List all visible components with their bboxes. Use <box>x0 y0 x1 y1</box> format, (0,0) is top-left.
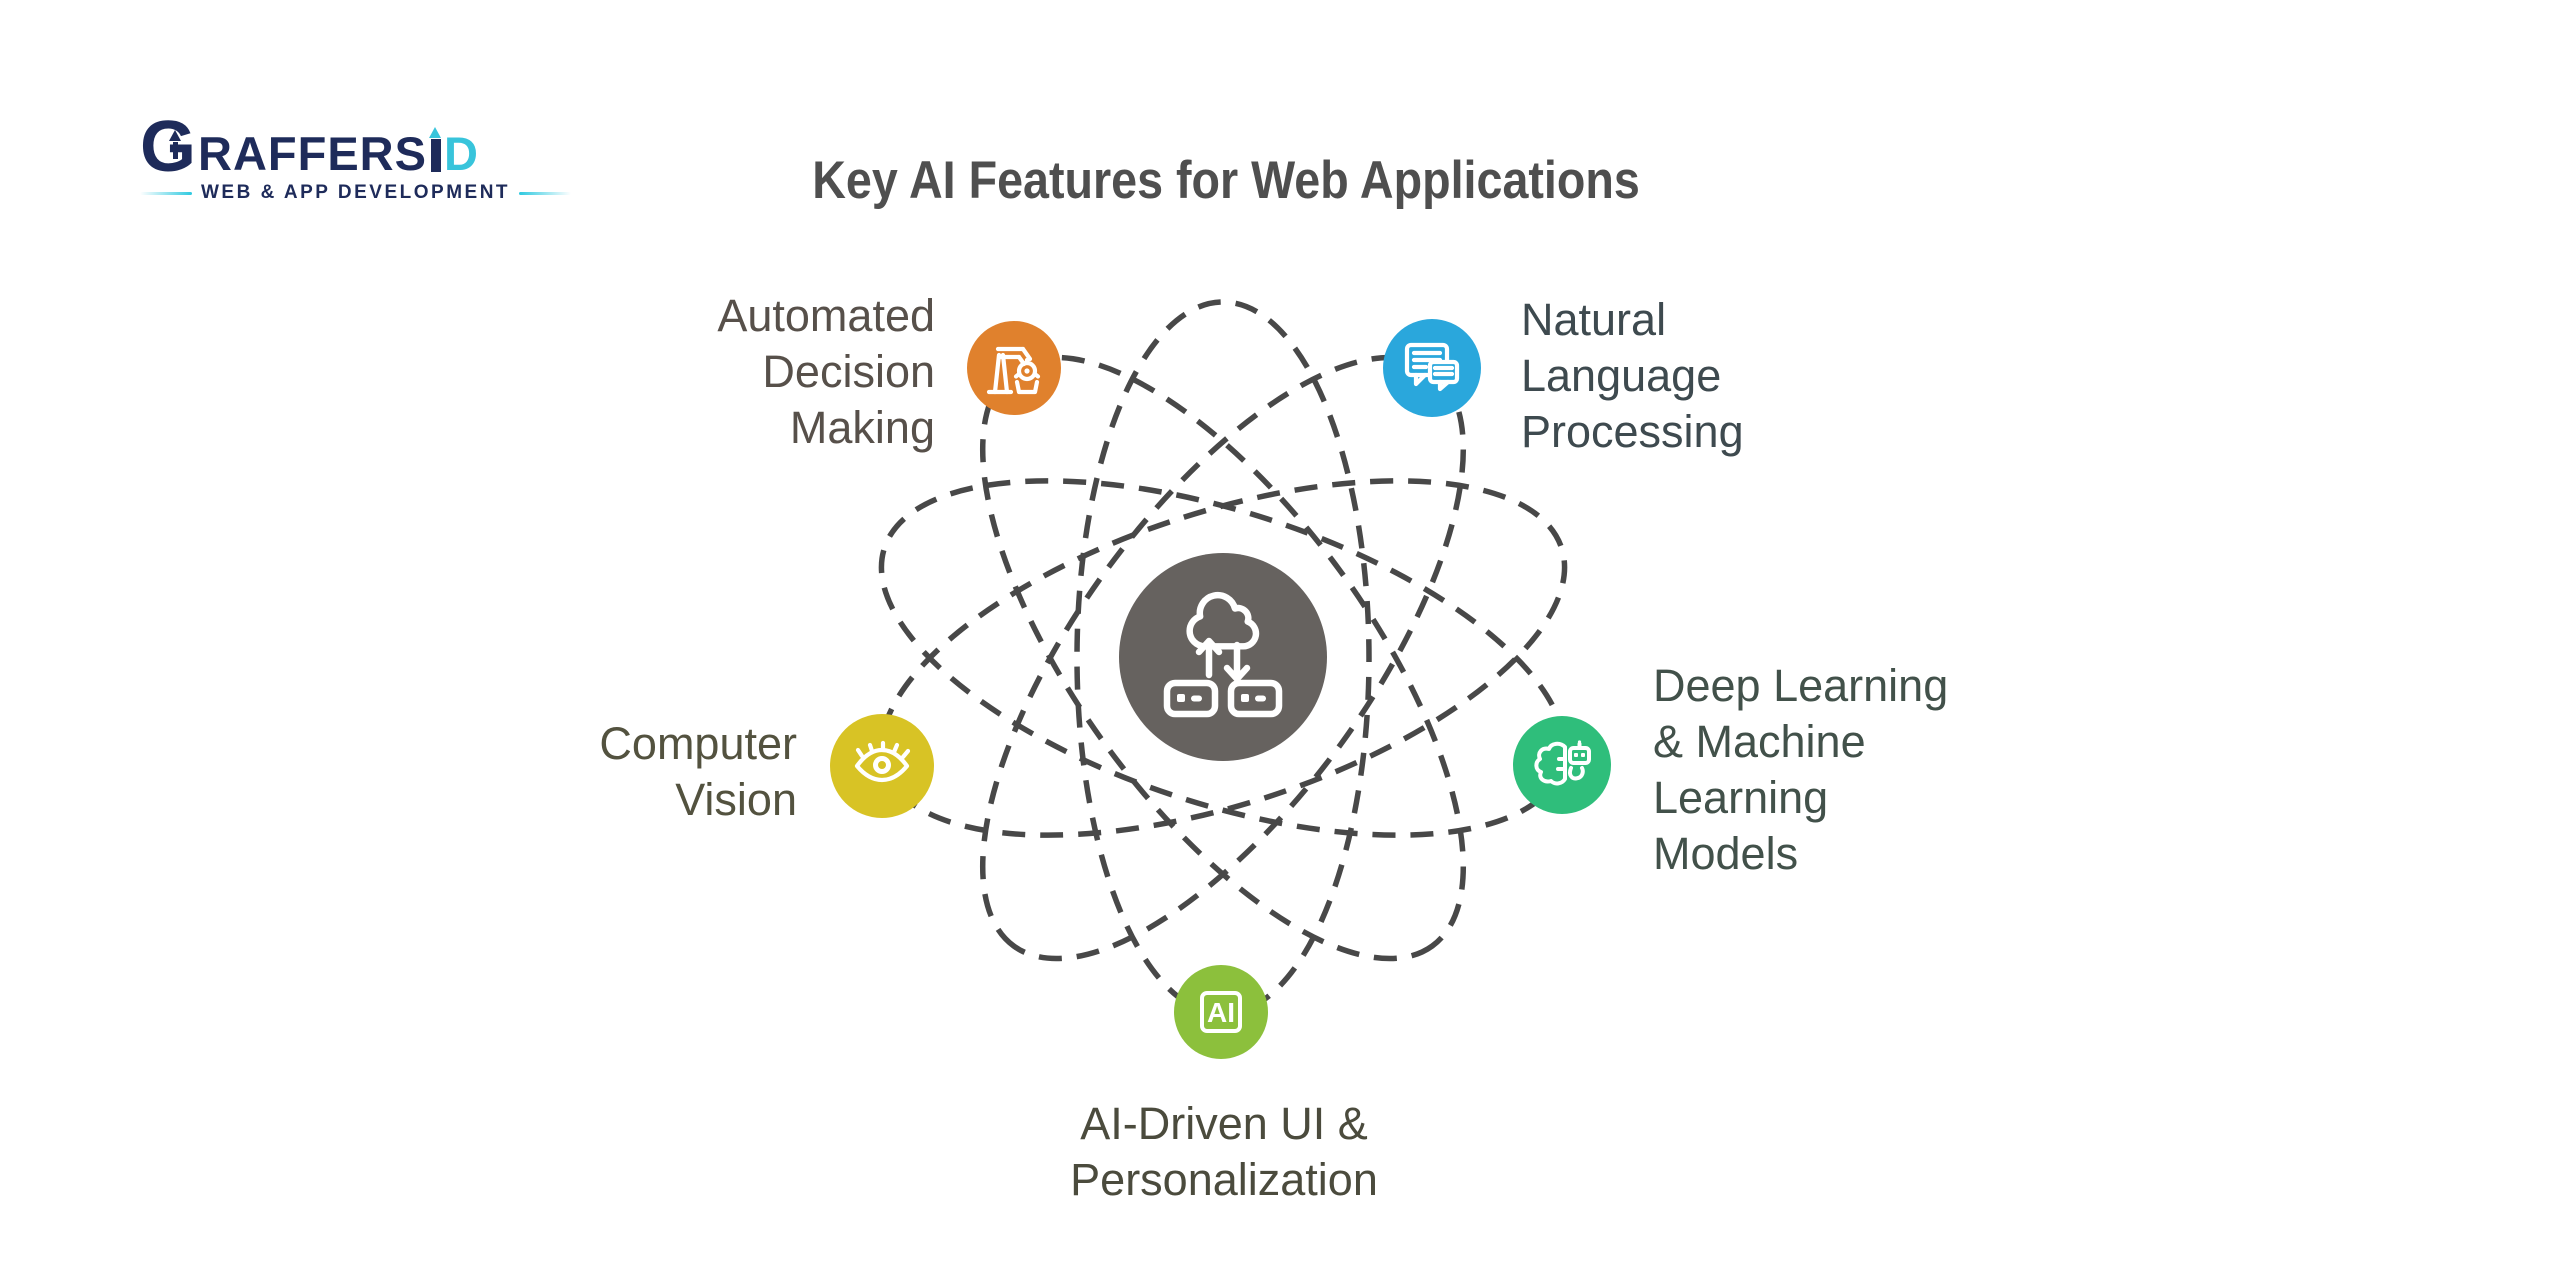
pencil-tip-icon <box>429 127 442 139</box>
label-line: Models <box>1653 828 1799 879</box>
logo-wordmark: G RAFFERS D <box>140 111 571 183</box>
brain-bot-icon <box>1534 740 1591 786</box>
ai-badge-icon: AI <box>1200 991 1242 1033</box>
orbit-ellipse <box>979 354 1467 962</box>
chat-bubbles-icon <box>1404 342 1460 392</box>
eye-icon <box>854 740 911 783</box>
lighthouse-icon <box>169 130 181 141</box>
label-line: Natural <box>1521 294 1667 345</box>
logo-letters-raffers: RAFFERS <box>198 127 427 181</box>
cloud-data-sync-icon <box>1163 591 1283 718</box>
node-circle <box>830 714 934 818</box>
lighthouse-icon <box>173 142 178 159</box>
node-circle <box>967 321 1061 415</box>
logo-letter-d: D <box>443 127 478 181</box>
label-line: Deep Learning <box>1653 660 1949 711</box>
node-circle <box>1513 716 1611 814</box>
label-line: Decision <box>762 346 935 397</box>
label-deep-learning-ml-models: Deep Learning & Machine Learning Models <box>1653 658 1948 882</box>
tagline-text: WEB & APP DEVELOPMENT <box>201 182 511 204</box>
node-deep-learning-ml-models <box>1513 716 1611 814</box>
label-natural-language-processing: Natural Language Processing <box>1521 292 1744 460</box>
label-line: Processing <box>1521 406 1744 457</box>
node-automated-decision-making <box>967 321 1061 415</box>
node-computer-vision <box>830 714 934 818</box>
logo-tagline: WEB & APP DEVELOPMENT <box>140 182 572 204</box>
label-automated-decision-making: Automated Decision Making <box>717 288 935 456</box>
label-line: Language <box>1521 350 1722 401</box>
label-line: Automated <box>717 290 935 341</box>
label-line: Vision <box>675 774 797 825</box>
label-line: & Machine <box>1653 716 1866 767</box>
logo-letter-i-pencil <box>429 127 442 173</box>
orbit-ellipse <box>979 354 1467 962</box>
page-title: Key AI Features for Web Applications <box>812 151 1640 210</box>
node-natural-language-processing <box>1383 319 1481 417</box>
label-ai-driven-ui-personalization: AI-Driven UI & Personalization <box>1070 1096 1378 1208</box>
tagline-rule-right <box>519 191 572 195</box>
label-computer-vision: Computer Vision <box>599 716 797 828</box>
robotic-arm-icon <box>986 346 1041 395</box>
central-hub <box>1091 525 1355 789</box>
label-line: Computer <box>599 718 797 769</box>
tagline-rule-left <box>140 191 192 195</box>
label-line: Learning <box>1653 772 1829 823</box>
hub-circle <box>1119 553 1327 761</box>
label-line: AI-Driven UI & <box>1080 1098 1368 1149</box>
label-line: Making <box>789 402 935 453</box>
graffersid-logo: G RAFFERS D WEB & APP DEVELOPMENT <box>140 111 572 204</box>
logo-letter-g: G <box>140 107 197 187</box>
ai-badge-text: AI <box>1207 997 1235 1028</box>
node-ai-driven-ui-personalization: AI <box>1174 965 1268 1059</box>
label-line: Personalization <box>1070 1154 1378 1205</box>
node-circle <box>1174 965 1268 1059</box>
